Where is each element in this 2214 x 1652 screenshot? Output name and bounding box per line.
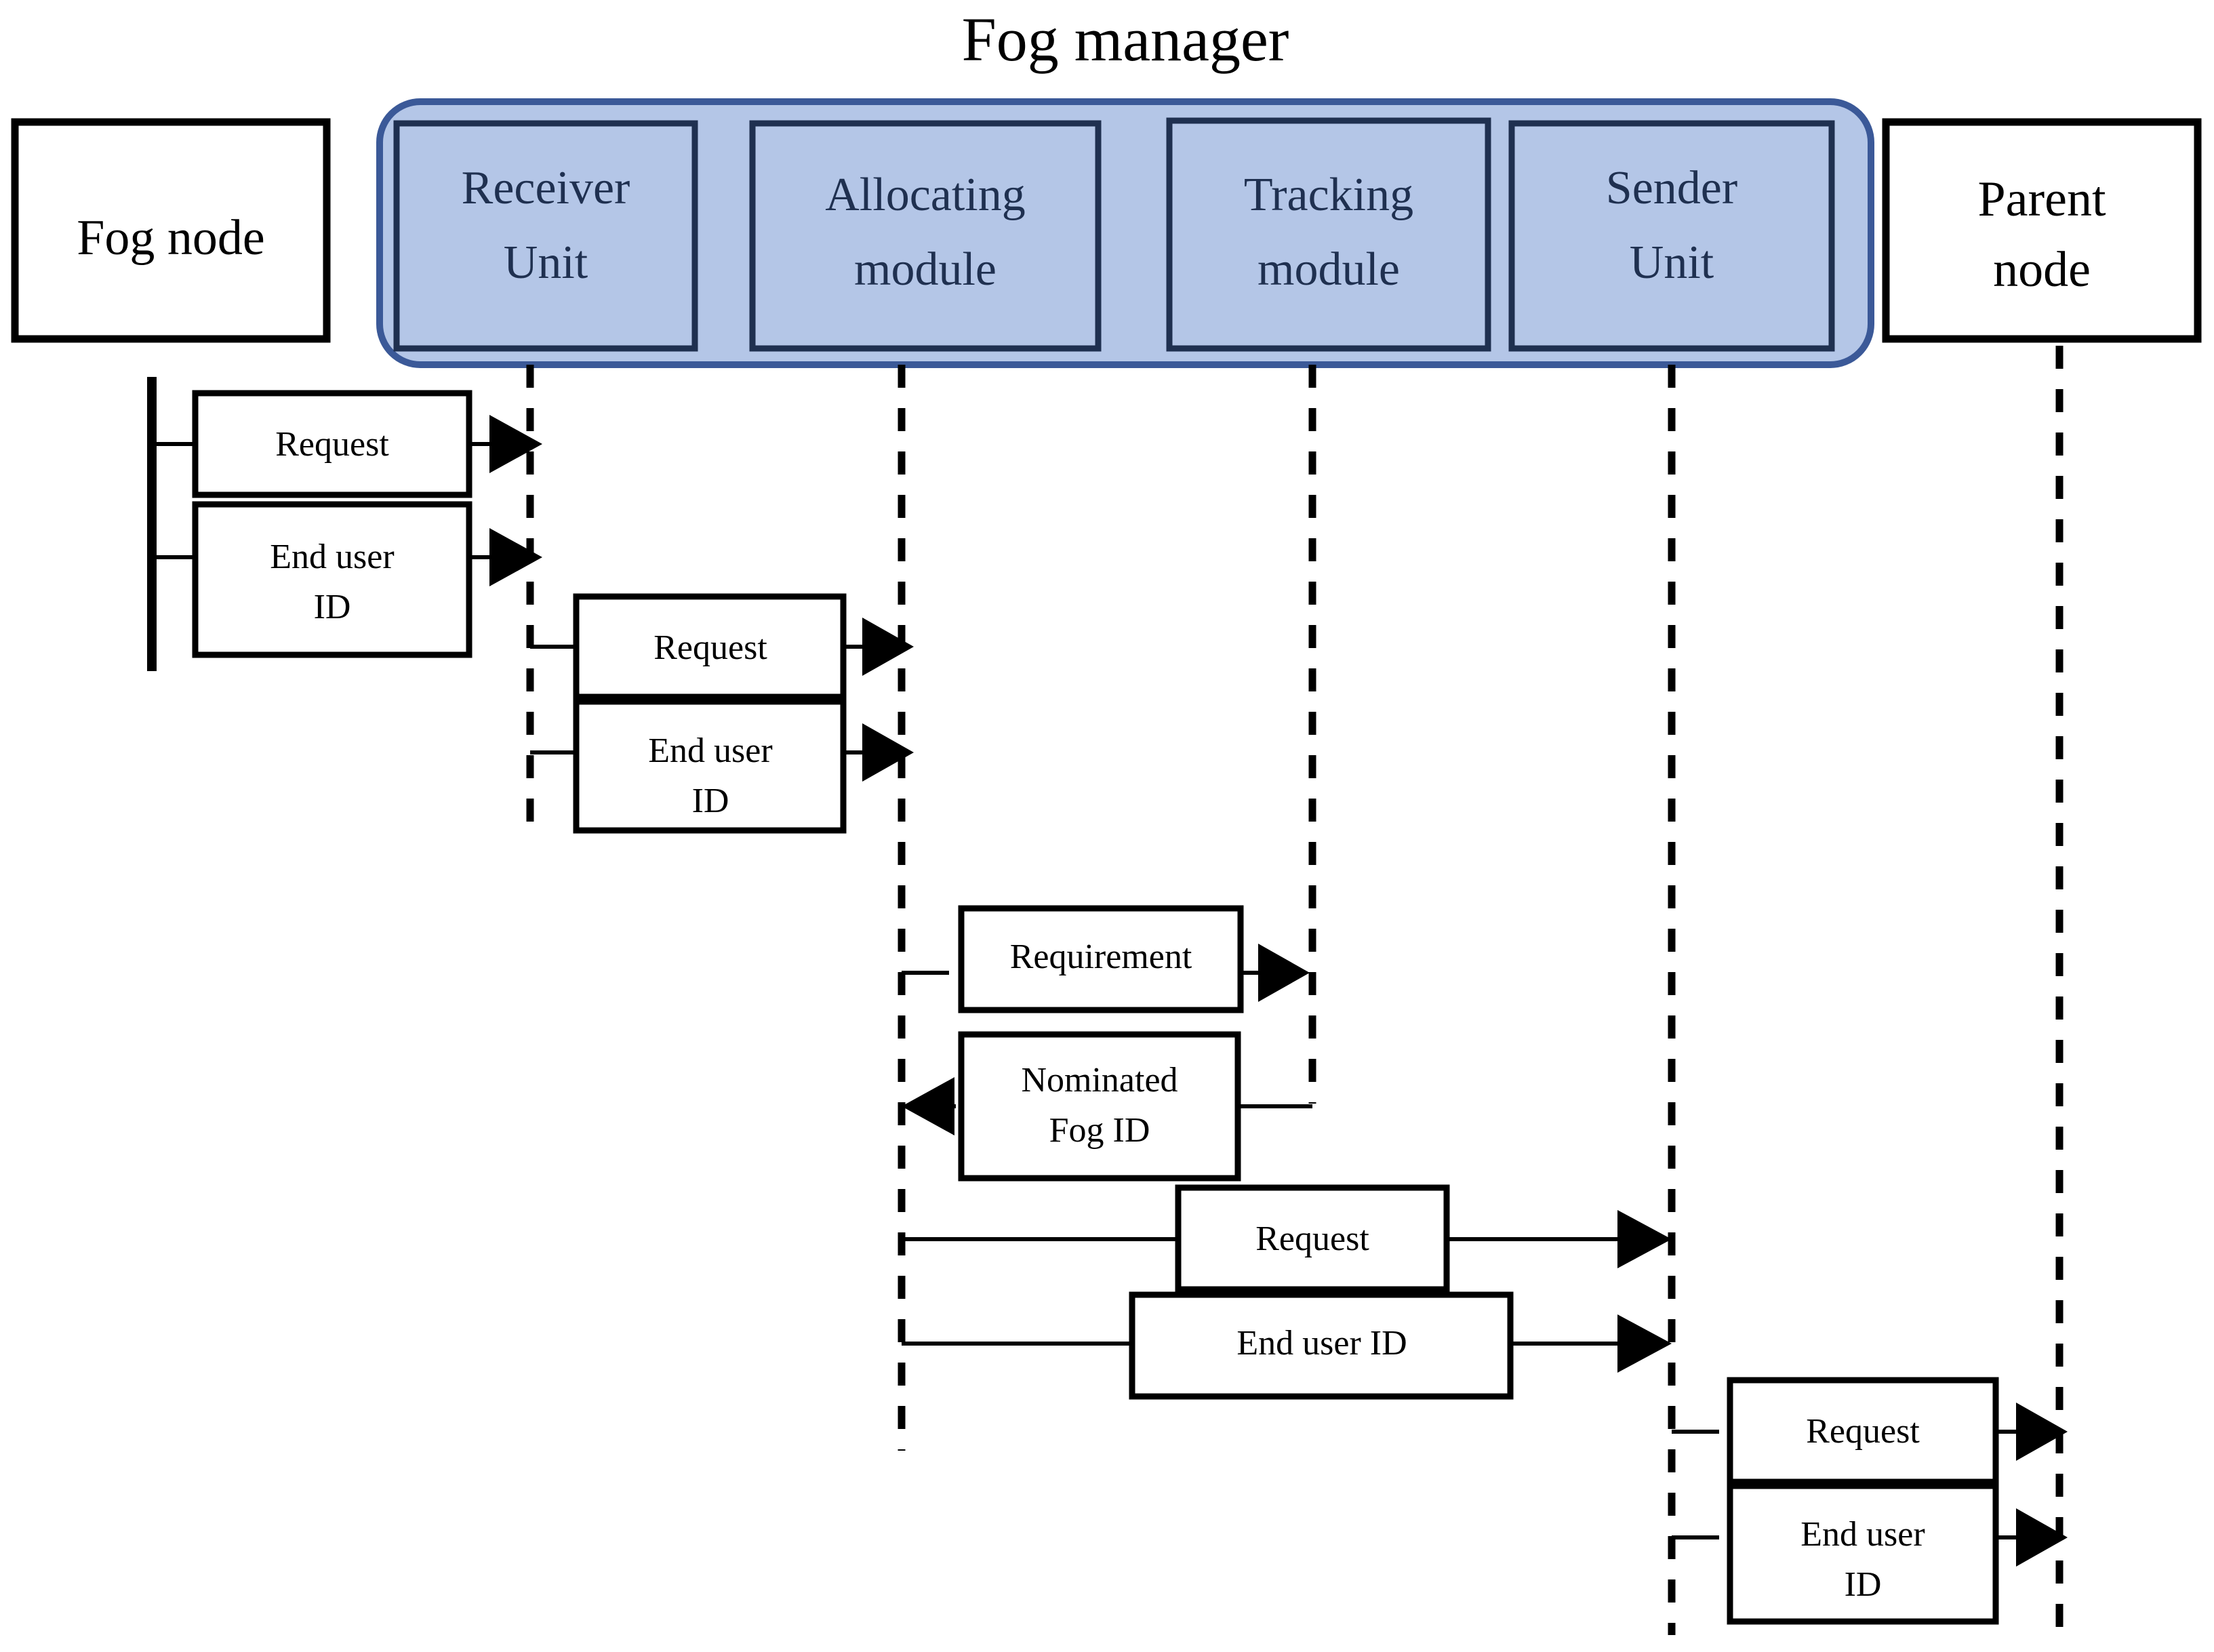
- message-box: [958, 905, 1244, 1013]
- message-requirement-allocating-to-tracking[interactable]: Requirement: [902, 905, 1310, 1013]
- message-label-line2: ID: [1845, 1565, 1882, 1604]
- page-title: Fog manager: [962, 5, 1289, 74]
- arrowhead-right-icon: [1617, 1210, 1672, 1268]
- message-enduserid-sender-to-parent[interactable]: End user ID: [1672, 1483, 2068, 1625]
- message-request-receiver-to-allocating[interactable]: Request: [530, 593, 914, 700]
- message-label-line1: Request: [1806, 1412, 1920, 1451]
- module-receiver-unit-label-line2: Unit: [504, 237, 588, 289]
- arrowhead-right-icon: [1617, 1314, 1672, 1373]
- message-label-line1: Request: [275, 425, 389, 464]
- module-sender-unit-box: [1508, 120, 1835, 352]
- actor-parent-node-box: [1882, 118, 2202, 343]
- message-label-line2: ID: [692, 782, 729, 820]
- module-allocating-module-label-line1: Allocating: [825, 169, 1025, 221]
- module-allocating-module[interactable]: Allocating module: [749, 120, 1102, 352]
- arrowhead-right-icon: [862, 618, 914, 676]
- message-label-line1: End user ID: [1236, 1324, 1407, 1363]
- module-allocating-module-box: [749, 120, 1102, 352]
- message-box: [958, 1031, 1241, 1182]
- message-enduserid-fognode-to-receiver[interactable]: End user ID: [152, 501, 542, 658]
- actor-parent-node[interactable]: Parent node: [1882, 118, 2202, 343]
- actor-fog-node[interactable]: Fog node: [11, 118, 331, 343]
- module-tracking-module-box: [1166, 117, 1491, 352]
- message-enduserid-allocating-to-sender[interactable]: End user ID: [902, 1291, 1672, 1400]
- module-receiver-unit-label-line1: Receiver: [462, 162, 630, 214]
- module-sender-unit[interactable]: Sender Unit: [1508, 120, 1835, 352]
- message-nominated-fogid-tracking-to-allocating[interactable]: Nominated Fog ID: [902, 1031, 1312, 1182]
- message-box: [1727, 1377, 1999, 1485]
- message-label-line1: End user: [270, 538, 394, 576]
- actor-parent-node-label-line2: node: [1993, 242, 2091, 298]
- message-label-line1: Request: [1255, 1220, 1369, 1258]
- message-label-line1: Request: [653, 628, 767, 667]
- message-request-fognode-to-receiver[interactable]: Request: [152, 390, 542, 498]
- actor-fog-node-box: [11, 118, 331, 343]
- message-box: [573, 593, 847, 700]
- message-box: [192, 501, 472, 658]
- message-label-line2: ID: [314, 588, 351, 626]
- message-request-sender-to-parent[interactable]: Request: [1672, 1377, 2068, 1485]
- message-label-line1: Nominated: [1021, 1061, 1178, 1100]
- module-sender-unit-label-line1: Sender: [1606, 162, 1737, 214]
- arrowhead-right-icon: [489, 415, 542, 473]
- module-receiver-unit-box: [393, 120, 698, 352]
- message-box: [1129, 1291, 1514, 1400]
- actor-fog-node-label: Fog node: [77, 210, 265, 266]
- arrowhead-right-icon: [1258, 944, 1310, 1002]
- module-tracking-module-label-line1: Tracking: [1244, 169, 1413, 221]
- module-allocating-module-label-line2: module: [854, 243, 997, 296]
- message-label-line1: Requirement: [1010, 938, 1192, 976]
- message-box: [1727, 1483, 1999, 1625]
- module-sender-unit-label-line2: Unit: [1630, 237, 1714, 289]
- message-box: [192, 390, 472, 498]
- module-tracking-module-label-line2: module: [1257, 243, 1400, 296]
- module-tracking-module[interactable]: Tracking module: [1166, 117, 1491, 352]
- message-box: [1175, 1184, 1450, 1293]
- message-enduserid-receiver-to-allocating[interactable]: End user ID: [530, 698, 914, 834]
- message-request-allocating-to-sender[interactable]: Request: [902, 1184, 1672, 1293]
- arrowhead-right-icon: [2016, 1403, 2068, 1461]
- arrowhead-left-icon: [902, 1077, 954, 1135]
- arrowhead-right-icon: [2016, 1508, 2068, 1567]
- arrowhead-right-icon: [862, 723, 914, 782]
- message-label-line2: Fog ID: [1049, 1111, 1150, 1150]
- message-box: [573, 698, 847, 834]
- message-label-line1: End user: [648, 731, 772, 770]
- module-receiver-unit[interactable]: Receiver Unit: [393, 120, 698, 352]
- arrowhead-right-icon: [489, 528, 542, 586]
- actor-parent-node-label-line1: Parent: [1977, 172, 2106, 227]
- message-label-line1: End user: [1800, 1515, 1925, 1554]
